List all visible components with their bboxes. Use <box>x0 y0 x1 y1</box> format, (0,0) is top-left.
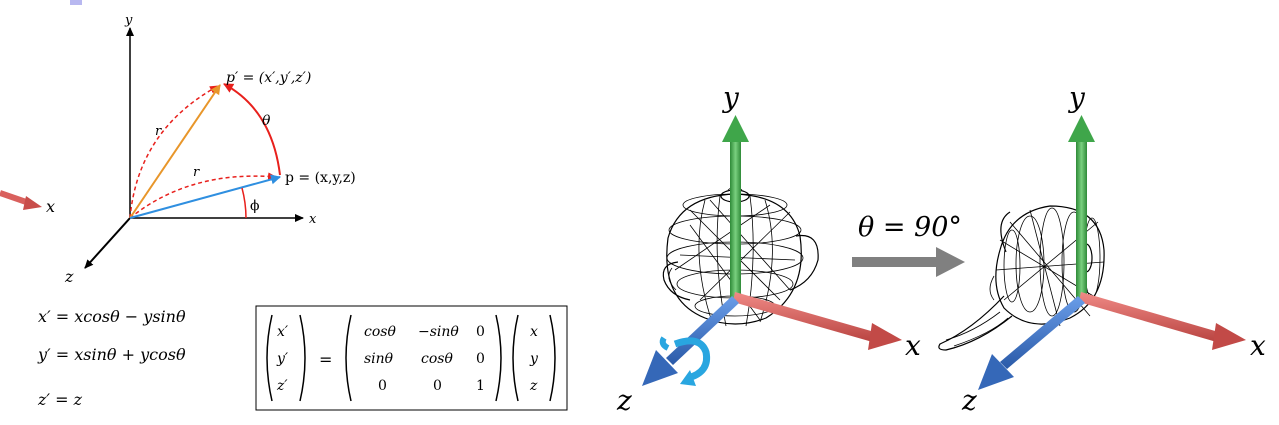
p-label: p = (x,y,z) <box>285 170 356 186</box>
y-axis-shaft-after <box>1076 138 1087 300</box>
teapot-before: y x z <box>616 81 921 417</box>
lhs-entry-1: x′ <box>277 324 289 340</box>
rotate-icon <box>659 336 711 386</box>
partial-x-label: x <box>46 197 55 216</box>
matrix-cell-0-1: −sinθ <box>418 324 459 340</box>
matrix-cell-1-2: 0 <box>476 351 485 367</box>
lhs-entry-3: z′ <box>276 378 288 394</box>
r-label-lower: r <box>193 165 200 180</box>
matrix-cell-1-0: sinθ <box>364 351 394 367</box>
teapot-before-x-label: x <box>905 329 921 362</box>
teapot-before-y-label: y <box>721 81 740 114</box>
x-axis-head <box>868 323 902 350</box>
rotation-matrix: x′ y′ z′ = cosθ −sinθ 0 sinθ cosθ 0 0 0 … <box>255 305 568 411</box>
rotation-equations: x′ = xcosθ − ysinθ y′ = xsinθ + ycosθ z′… <box>37 307 186 409</box>
dashed-arc-lower <box>129 172 277 219</box>
matrix-cell-0-0: cosθ <box>364 324 396 340</box>
x-axis-shaft <box>733 292 878 343</box>
z-axis-shaft <box>666 296 739 365</box>
theta-label: θ <box>262 113 271 129</box>
matrix-cell-2-0: 0 <box>378 378 387 394</box>
x-axis-head-after <box>1212 323 1246 350</box>
z-axis <box>84 217 131 269</box>
y-axis-head-after <box>1068 115 1095 142</box>
z-axis-head-after <box>978 354 1014 390</box>
lhs-entry-2: y′ <box>276 351 289 367</box>
y-axis-label: y <box>124 13 133 28</box>
rotation-label: θ = 90° <box>858 212 962 243</box>
teapot-after: y x z <box>938 81 1266 417</box>
matrix-cell-2-1: 0 <box>433 378 442 394</box>
matrix-equals: = <box>319 350 332 369</box>
original-vector <box>129 174 281 219</box>
matrix-cell-0-2: 0 <box>476 324 485 340</box>
rotation-arrow-shaft <box>852 257 938 267</box>
r-label-upper: r <box>155 124 162 139</box>
rhs-entry-3: z <box>529 378 538 394</box>
x-axis-label: x <box>309 212 317 227</box>
teapot-after-x-label: x <box>1250 329 1266 362</box>
teapot-before-z-label: z <box>616 384 632 417</box>
phi-arc <box>241 187 247 219</box>
z-axis-shaft-after <box>1000 296 1085 369</box>
y-axis-head <box>722 115 749 142</box>
z-axis-head <box>642 350 678 386</box>
partial-x-axis: x <box>0 190 55 216</box>
rotation-step: θ = 90° <box>852 212 965 277</box>
p-prime-label: p′ = (x′,y′,z′) <box>226 70 311 86</box>
rhs-entry-1: x <box>530 324 538 340</box>
x-axis-shaft-after <box>1079 292 1222 343</box>
rhs-entry-2: y <box>529 351 539 367</box>
theta-arc <box>223 83 281 176</box>
matrix-box <box>255 305 568 411</box>
equation-line-3: z′ = z <box>37 390 83 409</box>
corner-mark <box>70 0 82 5</box>
z-axis-label: z <box>64 267 74 286</box>
rotation-diagram: y x z p′ = (x′,y′,z′) p = (x,y,z) r r θ … <box>64 13 356 286</box>
equation-line-2: y′ = xsinθ + ycosθ <box>37 345 186 364</box>
y-axis-shaft <box>730 138 741 300</box>
matrix-cell-2-2: 1 <box>476 378 485 394</box>
rotation-arrow-head <box>936 247 965 277</box>
teapot-after-z-label: z <box>961 384 977 417</box>
matrix-cell-1-1: cosθ <box>421 351 453 367</box>
phi-label: ϕ <box>250 198 260 214</box>
equation-line-1: x′ = xcosθ − ysinθ <box>38 307 186 326</box>
teapot-after-y-label: y <box>1067 81 1086 114</box>
rotated-vector <box>129 84 221 219</box>
